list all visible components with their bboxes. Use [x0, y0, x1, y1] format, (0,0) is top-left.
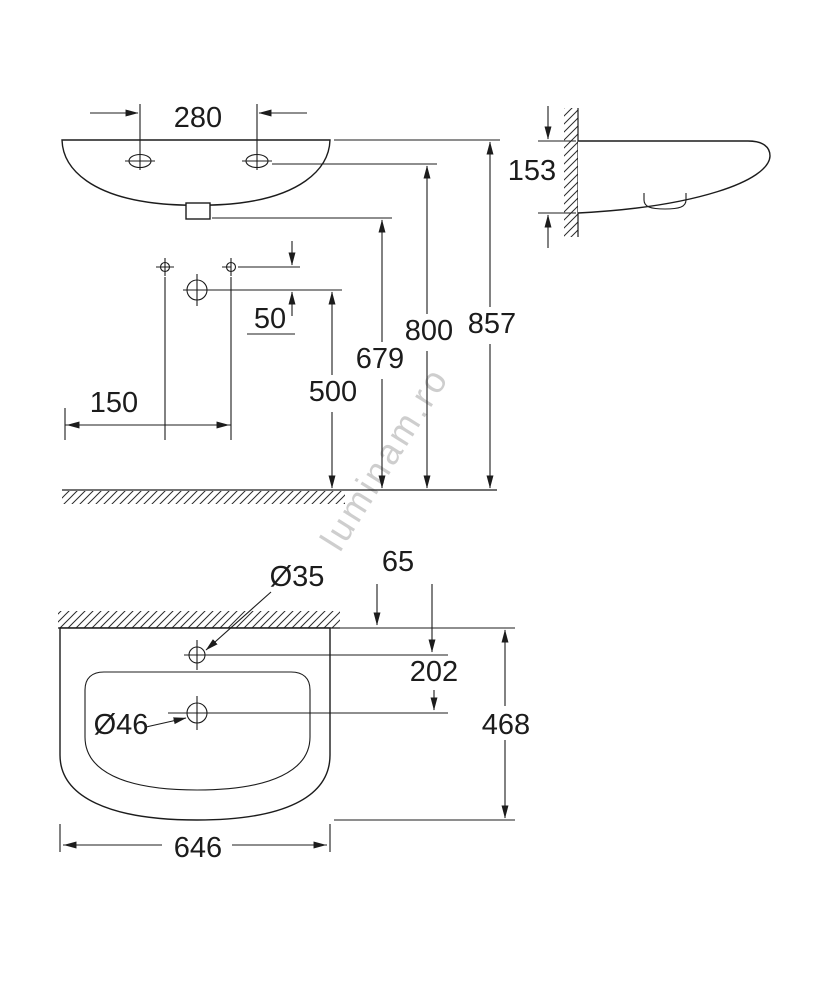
side-view: 153	[504, 106, 771, 248]
wall-hatching-side	[564, 108, 578, 237]
side-drain-detail	[643, 193, 687, 210]
tap-hole-left	[125, 152, 155, 170]
floor-hatching	[62, 491, 345, 504]
dim-500: 500	[213, 289, 361, 489]
dim-65: 65	[373, 546, 436, 653]
dim-label-857: 857	[468, 308, 516, 340]
dim-280: 280	[90, 102, 307, 152]
dim-label-50: 50	[254, 303, 286, 335]
dim-153: 153	[504, 106, 576, 248]
dim-679: 679	[212, 217, 408, 489]
front-view: 280 857 800 679	[61, 102, 520, 504]
plan-outer-outline	[59, 627, 331, 821]
dim-dia46: Ø46	[94, 709, 187, 741]
dim-label-500: 500	[309, 376, 357, 408]
dim-857: 857	[334, 139, 520, 489]
dim-dia35: Ø35	[205, 561, 325, 651]
wall-hatching-plan	[58, 611, 340, 628]
dim-label-65: 65	[382, 546, 414, 578]
dim-646: 646	[59, 824, 331, 864]
dim-468: 468	[477, 629, 534, 819]
front-basin-outline	[61, 139, 331, 206]
dim-label-800: 800	[405, 315, 453, 347]
dim-150: 150	[64, 277, 232, 440]
dim-label-202: 202	[410, 656, 458, 688]
dim-label-150: 150	[90, 387, 138, 419]
front-drain-hole	[183, 274, 213, 306]
dim-label-646: 646	[174, 832, 222, 864]
plan-inner-basin-outline	[84, 671, 311, 791]
tap-hole-right	[242, 152, 272, 170]
fixing-hole-left	[156, 258, 174, 276]
dim-label-dia35: Ø35	[270, 561, 325, 593]
plan-view: Ø35 65 202 Ø46 468	[58, 546, 534, 864]
dim-label-679: 679	[356, 343, 404, 375]
front-drain-spout	[185, 202, 211, 220]
plan-drain-hole	[168, 696, 228, 730]
dim-50: 50	[238, 241, 300, 335]
dim-label-468: 468	[482, 709, 530, 741]
side-basin-profile	[577, 140, 771, 214]
plan-tap-hole	[184, 640, 210, 670]
dim-202: 202	[403, 656, 465, 711]
plan-extension-lines	[210, 627, 515, 821]
dim-label-dia46: Ø46	[94, 709, 149, 741]
dim-label-280: 280	[174, 102, 222, 134]
fixing-hole-right	[222, 258, 237, 276]
dim-label-153: 153	[508, 155, 556, 187]
dim-800: 800	[272, 163, 457, 489]
